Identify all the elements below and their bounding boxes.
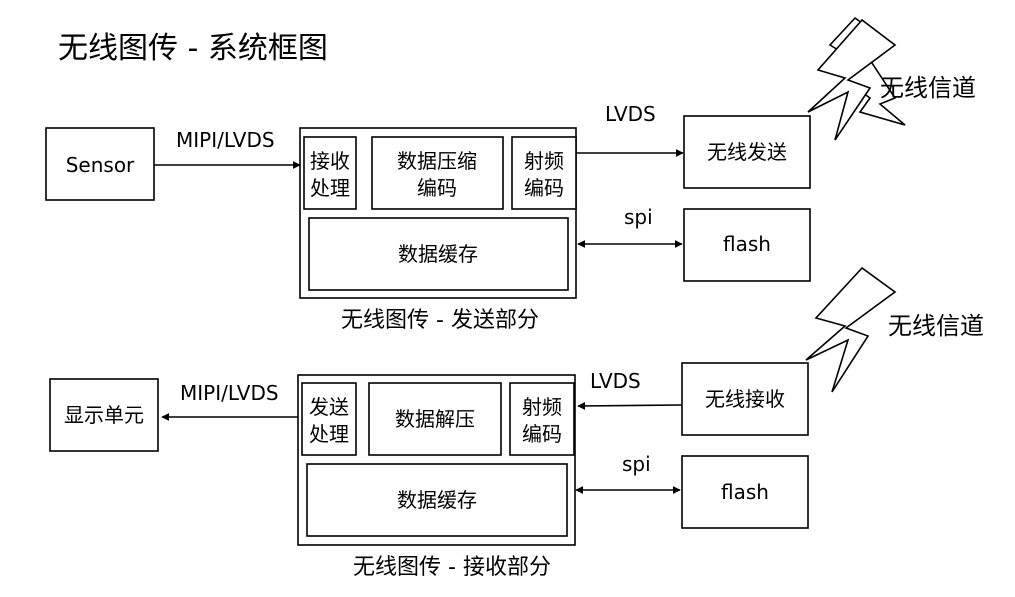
- spi-label-receive: spi: [622, 452, 651, 476]
- wireless-send-box: [683, 115, 811, 189]
- channel-label-transmit: 无线信道: [880, 74, 976, 102]
- display-label: 显示单元: [64, 403, 144, 427]
- flash-label-transmit: flash: [723, 232, 771, 256]
- tx-process-box: [301, 382, 357, 456]
- transmit-caption: 无线图传 - 发送部分: [341, 308, 539, 333]
- lightning-icon-receive: [805, 266, 897, 393]
- lightning-bolt-transmit: [807, 18, 897, 141]
- channel-label-receive: 无线信道: [888, 312, 984, 340]
- sensor-box: [45, 127, 155, 201]
- sensor-label: Sensor: [66, 153, 135, 177]
- compress-line1: 数据压缩: [397, 149, 477, 173]
- rf-encode-box: [511, 136, 577, 210]
- rx-process-line1: 接收: [310, 149, 350, 173]
- rf-encode-line1: 射频: [524, 149, 564, 173]
- cache-box-receive: [306, 463, 568, 537]
- transmit-section: Sensor MIPI/LVDS 接收 处理 数据压缩 编码 射频 编码 数据缓…: [45, 16, 976, 333]
- rf-encode-receive-line1: 射频: [522, 395, 562, 419]
- wireless-recv-box: [681, 362, 809, 436]
- lvds-input-arrow: [577, 401, 683, 410]
- cache-label-receive: 数据缓存: [397, 488, 477, 512]
- decompress-label: 数据解压: [395, 407, 475, 431]
- compress-box: [371, 136, 504, 210]
- rx-process-line2: 处理: [310, 176, 350, 200]
- flash-label-receive: flash: [721, 480, 769, 504]
- compress-line2: 编码: [417, 176, 457, 200]
- tx-process-line1: 发送: [309, 395, 349, 419]
- mipi-input-label: MIPI/LVDS: [176, 128, 275, 152]
- mipi-output-label: MIPI/LVDS: [180, 381, 279, 405]
- receive-caption: 无线图传 - 接收部分: [353, 555, 551, 580]
- rf-encode-receive-line2: 编码: [522, 422, 562, 446]
- wireless-recv-label: 无线接收: [705, 387, 785, 411]
- decompress-box: [368, 382, 502, 456]
- display-box: [49, 378, 159, 452]
- flash-box-transmit: [683, 208, 811, 282]
- receive-section: 显示单元 MIPI/LVDS 发送 处理 数据解压 射频 编码 数据缓存 无线图…: [49, 266, 984, 580]
- page-title: 无线图传 - 系统框图: [58, 31, 328, 66]
- tx-process-line2: 处理: [309, 422, 349, 446]
- rx-process-box: [303, 136, 357, 210]
- flash-box-receive: [681, 455, 809, 529]
- lvds-output-label: LVDS: [605, 102, 656, 126]
- cache-label: 数据缓存: [398, 242, 478, 266]
- rf-encode-box-receive: [509, 382, 575, 456]
- rf-encode-line2: 编码: [524, 176, 564, 200]
- spi-label-transmit: spi: [624, 205, 653, 229]
- lvds-input-label: LVDS: [590, 369, 641, 393]
- wireless-send-label: 无线发送: [707, 140, 787, 164]
- cache-box: [308, 217, 569, 291]
